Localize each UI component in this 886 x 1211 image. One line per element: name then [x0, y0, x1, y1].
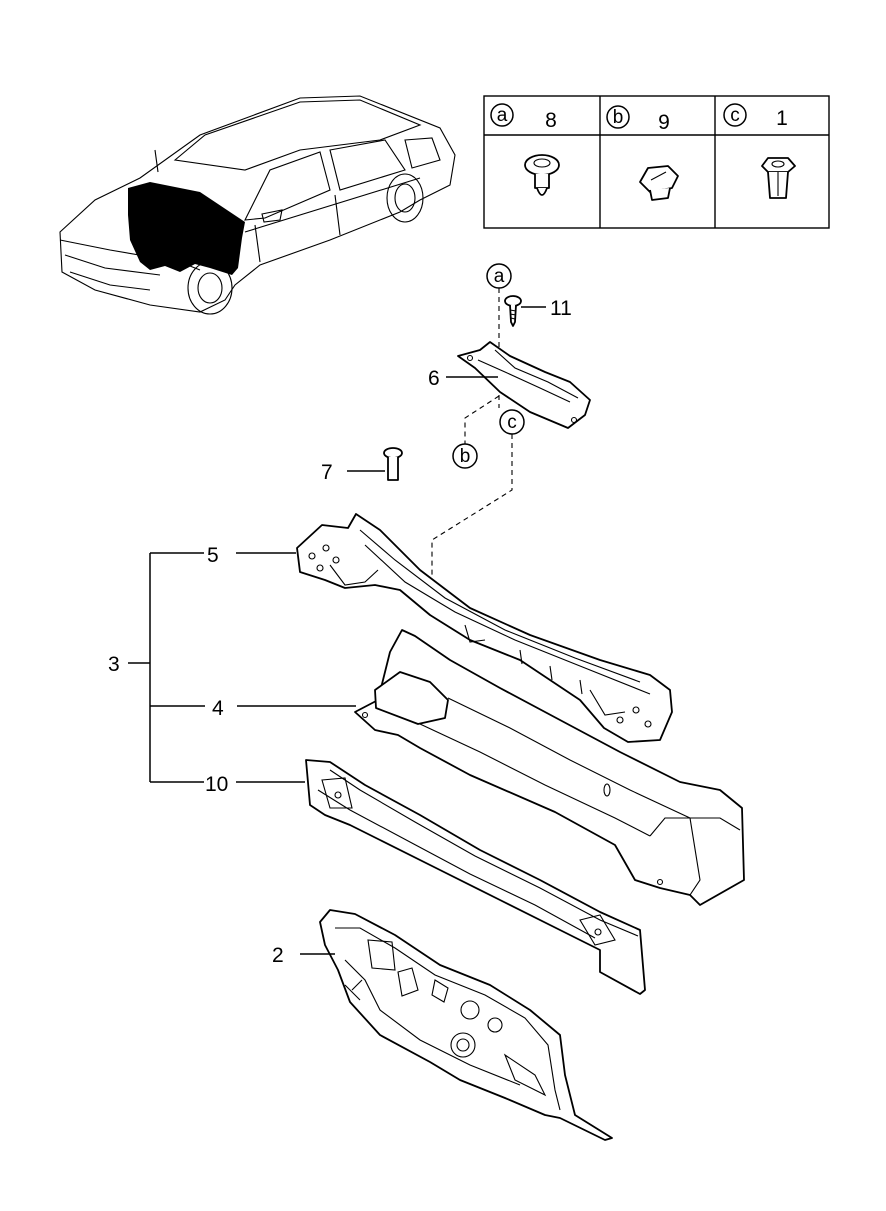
assembly-bracket-3 — [128, 552, 205, 783]
marker-letter-b: b — [460, 446, 471, 467]
legend-part-number-8: 8 — [545, 109, 557, 132]
callout-2: 2 — [272, 944, 284, 967]
callout-5: 5 — [207, 544, 219, 567]
nut-clip-icon — [761, 157, 796, 199]
callout-10: 10 — [205, 773, 228, 796]
flat-retainer-clip-icon — [639, 165, 679, 201]
legend-letter-circle-b — [606, 105, 630, 129]
bracket-part-6 — [457, 341, 591, 429]
car-illustration — [59, 95, 456, 315]
legend-part-number-9: 9 — [658, 111, 670, 134]
marker-letter-c: c — [507, 412, 517, 433]
legend-letter-a: a — [497, 105, 508, 126]
legend-letter-c: c — [730, 105, 740, 126]
highlighted-cowl-area — [128, 182, 245, 275]
marker-circle-b — [452, 443, 478, 469]
callout-6: 6 — [428, 367, 440, 390]
fastener-legend: a 8 b 9 c 1 — [483, 95, 830, 229]
legend-letter-circle-a — [490, 103, 514, 127]
push-rivet-clip-icon — [524, 154, 560, 196]
callout-3: 3 — [108, 653, 120, 676]
screw-part-11 — [504, 295, 522, 327]
legend-part-number-1: 1 — [776, 107, 788, 130]
marker-letter-a: a — [494, 266, 505, 287]
callout-4: 4 — [212, 697, 224, 720]
cross-member-part-10 — [305, 759, 646, 995]
legend-letter-circle-c — [723, 103, 747, 127]
cowl-bracket-part-5 — [296, 513, 673, 743]
cowl-panel-part-4 — [354, 629, 745, 906]
callout-7: 7 — [321, 461, 333, 484]
bolt-part-7 — [383, 447, 403, 481]
legend-letter-b: b — [613, 107, 624, 128]
dash-panel-part-2 — [319, 909, 613, 1141]
callout-11: 11 — [550, 297, 572, 320]
